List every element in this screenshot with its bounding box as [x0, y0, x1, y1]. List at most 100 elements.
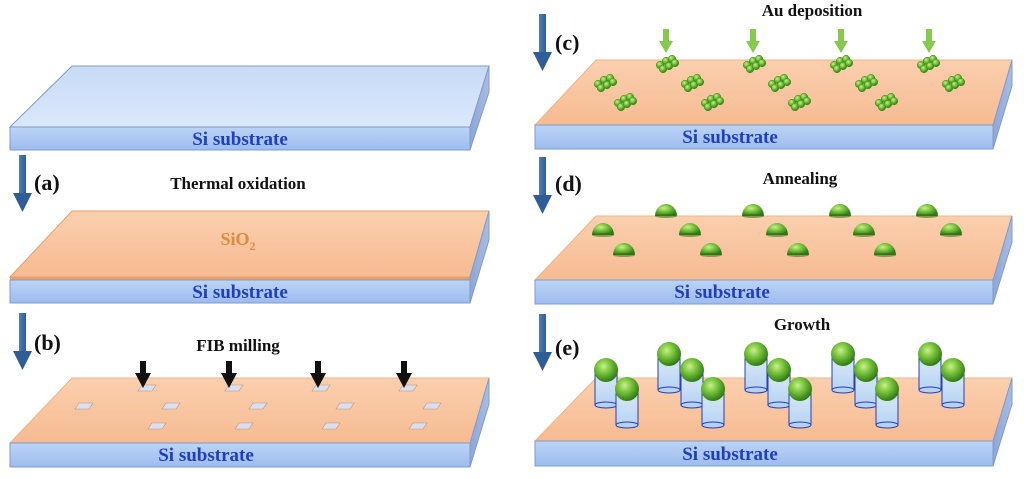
au-cluster-icon: [916, 54, 941, 74]
substrate-label: Si substrate: [192, 129, 288, 150]
process-label: Annealing: [763, 169, 838, 188]
au-droplet-icon: [853, 223, 875, 237]
step-label: (d): [555, 171, 582, 196]
au-droplet-icon: [742, 204, 764, 218]
droplet-body: [592, 223, 614, 235]
droplet-shadow: [700, 253, 722, 257]
au-cluster-icon: [742, 54, 767, 74]
au-atom: [670, 58, 680, 68]
au-atom: [695, 77, 705, 87]
droplet-shadow: [613, 253, 635, 257]
nanowire-base: [680, 401, 704, 409]
step-arrow-icon: [533, 314, 552, 371]
oxide-top: [533, 59, 1013, 126]
au-droplet-icon: [655, 204, 677, 218]
au-droplet-icon: [766, 223, 788, 237]
au-atom: [956, 77, 966, 87]
droplet-shadow: [592, 233, 614, 237]
droplet-shadow: [742, 214, 764, 218]
au-droplet-icon: [829, 204, 851, 218]
droplet-body: [700, 243, 722, 255]
milled-holes: [74, 384, 442, 430]
droplet-body: [655, 204, 677, 216]
au-arrow-icon: [922, 29, 936, 53]
slab-front: [9, 279, 471, 304]
au-catalyst-icon: [744, 342, 768, 366]
process-label: FIB milling: [196, 336, 280, 355]
milled-hole: [161, 402, 181, 410]
au-catalyst-icon: [918, 342, 942, 366]
droplet-body: [679, 223, 701, 235]
nanowire-base: [875, 421, 899, 429]
nanowire-base: [615, 421, 639, 429]
nanowire: [918, 342, 942, 394]
nanowire-base: [701, 421, 725, 429]
arrow-shaft: [663, 29, 669, 43]
process-label: Thermal oxidation: [170, 174, 306, 193]
au-cluster-icon: [874, 92, 899, 112]
nanowire: [875, 377, 899, 429]
droplet-body: [916, 204, 938, 216]
arrow-head: [396, 373, 412, 388]
au-arrow-icon: [834, 29, 848, 53]
au-atom: [869, 77, 879, 87]
au-cluster-icon: [767, 73, 792, 93]
nanowire: [744, 342, 768, 394]
slab-au-deposition: Si substrate: [533, 29, 1013, 150]
droplet-body: [787, 243, 809, 255]
milled-hole: [234, 422, 254, 430]
arrow-head: [221, 373, 237, 388]
nanowire: [594, 358, 618, 409]
fib-arrow-icon: [310, 361, 326, 388]
fib-arrow-icon: [221, 361, 237, 388]
step-label: (b): [34, 330, 61, 355]
arrow-shaft: [926, 29, 932, 43]
slab-top: [8, 65, 490, 128]
droplet-body: [940, 223, 962, 235]
nanowire: [854, 358, 878, 409]
arrow-head: [135, 373, 151, 388]
step-arrow-icon: [533, 14, 552, 71]
slab-front: [534, 440, 994, 467]
au-cluster-icon: [700, 92, 725, 112]
au-catalyst-icon: [767, 358, 791, 382]
step-label: (e): [555, 335, 579, 360]
droplet-shadow: [829, 214, 851, 218]
au-atom: [715, 96, 725, 106]
slab-annealing: Si substrate: [533, 204, 1013, 305]
au-cluster-icon: [613, 92, 638, 112]
arrow-shaft: [226, 361, 232, 375]
slab-growth: Si substrate: [533, 342, 1013, 467]
droplet-shadow: [874, 253, 896, 257]
au-catalyst-icon: [680, 358, 704, 382]
nanowire-base: [941, 401, 965, 409]
nanowires: [594, 342, 965, 429]
substrate-label: Si substrate: [682, 127, 778, 148]
au-droplet-icon: [613, 243, 635, 257]
step-arrow-icon: [13, 313, 32, 370]
droplet-shadow: [916, 214, 938, 218]
arrow-shaft: [750, 29, 756, 43]
step-a: (a) Thermal oxidation: [13, 155, 306, 212]
au-droplet-icon: [679, 223, 701, 237]
au-atom: [608, 77, 618, 87]
nanowire-base: [788, 421, 812, 429]
arrow-head: [834, 41, 848, 53]
milled-hole: [248, 402, 268, 410]
droplet-body: [766, 223, 788, 235]
au-cluster-icon: [854, 73, 879, 93]
step-arrow-icon: [533, 157, 552, 214]
slab-front: [9, 442, 471, 468]
nanowire-base: [657, 386, 681, 394]
oxide-edge: [10, 277, 470, 280]
arrow-shaft: [838, 29, 844, 43]
substrate-label: Si substrate: [682, 444, 778, 465]
droplet-shadow: [853, 233, 875, 237]
nanowire-base: [918, 386, 942, 394]
droplet-body: [613, 243, 635, 255]
au-atom: [931, 58, 941, 68]
au-atom: [802, 96, 812, 106]
step-b: (b) FIB milling: [13, 313, 280, 370]
nanowire-base: [767, 401, 791, 409]
arrow-shaft: [140, 361, 146, 375]
